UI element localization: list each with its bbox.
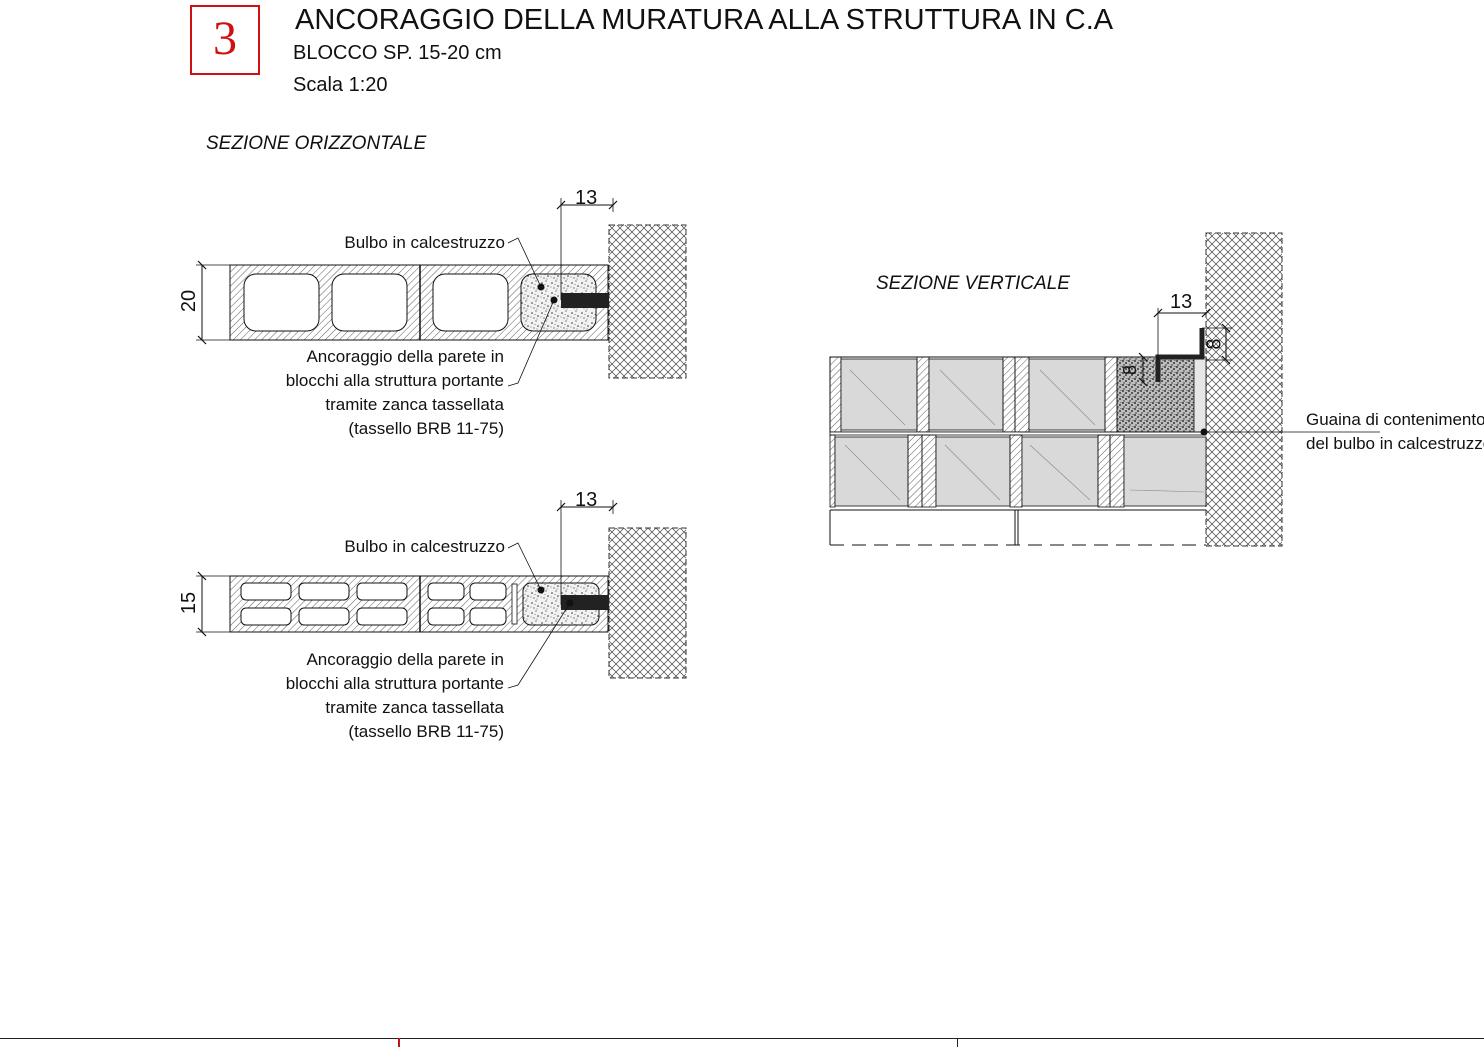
block-face [1123, 436, 1207, 507]
horizontal-detail-15 [196, 500, 687, 689]
anchor-bracket [561, 293, 609, 308]
block-face [1021, 436, 1099, 507]
anchor-bracket [1155, 328, 1205, 382]
drawing-title: ANCORAGGIO DELLA MURATURA ALLA STRUTTURA… [295, 4, 1114, 36]
anchor-callout-line: Ancoraggio della parete in [306, 347, 504, 366]
anchor-callout-line: blocchi alla struttura portante [285, 371, 504, 390]
title-block-border [0, 1038, 1484, 1048]
anchor-callout-line: tramite zanca tassellata [325, 395, 504, 414]
anchor-callout-line: blocchi alla struttura portante [285, 674, 504, 693]
concrete-column [1205, 232, 1283, 547]
anchor-callout-line: Ancoraggio della parete in [306, 650, 504, 669]
title-block-divider [957, 1038, 958, 1047]
bulb-callout: Bulbo in calcestruzzo [344, 233, 505, 252]
sheath-callout-line: Guaina di contenimento [1306, 410, 1484, 429]
dimension-8: 8 [1120, 364, 1141, 376]
block-face [1028, 358, 1106, 431]
detail-number-badge: 3 [190, 5, 260, 75]
bulb-callout: Bulbo in calcestruzzo [344, 537, 505, 556]
concrete-column [608, 224, 687, 379]
drawing-scale: Scala 1:20 [293, 74, 388, 96]
dimension-8: 8 [1203, 338, 1226, 350]
sheath-callout-line: del bulbo in calcestruzzo [1306, 434, 1484, 453]
sheath-callout: Guaina di contenimento del bulbo in calc… [1306, 408, 1484, 456]
dimension-13: 13 [575, 489, 598, 511]
block-face [840, 358, 918, 431]
dimension-13: 13 [575, 187, 598, 209]
vertical-section-detail [829, 232, 1380, 547]
anchor-callout-line: (tassello BRB 11-75) [348, 722, 504, 741]
concrete-column [608, 527, 687, 679]
block-cavity [432, 273, 509, 332]
title-block-divider [398, 1038, 400, 1047]
dimension-13: 13 [1170, 291, 1193, 313]
dimension-20: 20 [178, 289, 201, 313]
block-cavity [331, 273, 408, 332]
horizontal-section-label: SEZIONE ORIZZONTALE [206, 133, 427, 154]
anchor-callout: Ancoraggio della parete in blocchi alla … [240, 648, 504, 744]
anchor-bracket [561, 595, 609, 610]
anchor-callout-line: tramite zanca tassellata [325, 698, 504, 717]
anchor-callout: Ancoraggio della parete in blocchi alla … [240, 345, 504, 441]
drawing-subtitle: BLOCCO SP. 15-20 cm [293, 42, 502, 64]
dimension-15: 15 [178, 591, 201, 615]
vertical-section-label: SEZIONE VERTICALE [876, 273, 1070, 294]
anchor-callout-line: (tassello BRB 11-75) [348, 419, 504, 438]
block-face [928, 358, 1004, 431]
block-cavity [243, 273, 320, 332]
horizontal-detail-20 [196, 198, 687, 387]
